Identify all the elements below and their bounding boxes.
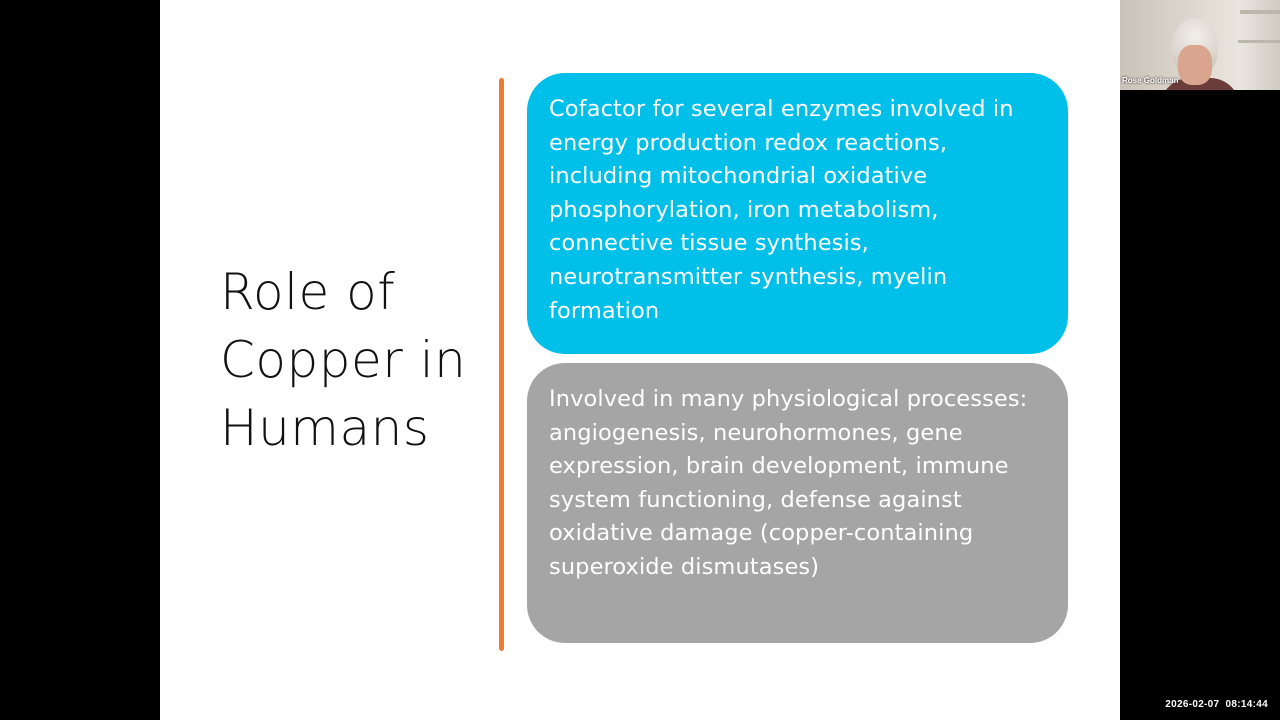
slide-divider bbox=[499, 78, 504, 651]
participant-name-label: Rose Goldman bbox=[1122, 76, 1179, 85]
participant-panel: Rose Goldman bbox=[1120, 0, 1280, 720]
slide-title: Role of Copper in Humans bbox=[220, 263, 467, 457]
recording-timestamp: 2026-02-07 08:14:44 bbox=[1165, 699, 1268, 710]
shared-slide: Role of Copper in Humans Cofactor for se… bbox=[160, 0, 1120, 720]
enzyme-cofactor-text: Cofactor for several enzymes involved in… bbox=[549, 96, 1014, 324]
participant-face bbox=[1178, 45, 1212, 85]
physiological-processes-text: Involved in many physiological processes… bbox=[549, 386, 1028, 580]
enzyme-cofactor-box: Cofactor for several enzymes involved in… bbox=[527, 73, 1068, 354]
background-shelf bbox=[1240, 10, 1280, 14]
background-shelf bbox=[1238, 40, 1280, 43]
participant-video-tile[interactable]: Rose Goldman bbox=[1120, 0, 1280, 90]
physiological-processes-box: Involved in many physiological processes… bbox=[527, 363, 1068, 643]
